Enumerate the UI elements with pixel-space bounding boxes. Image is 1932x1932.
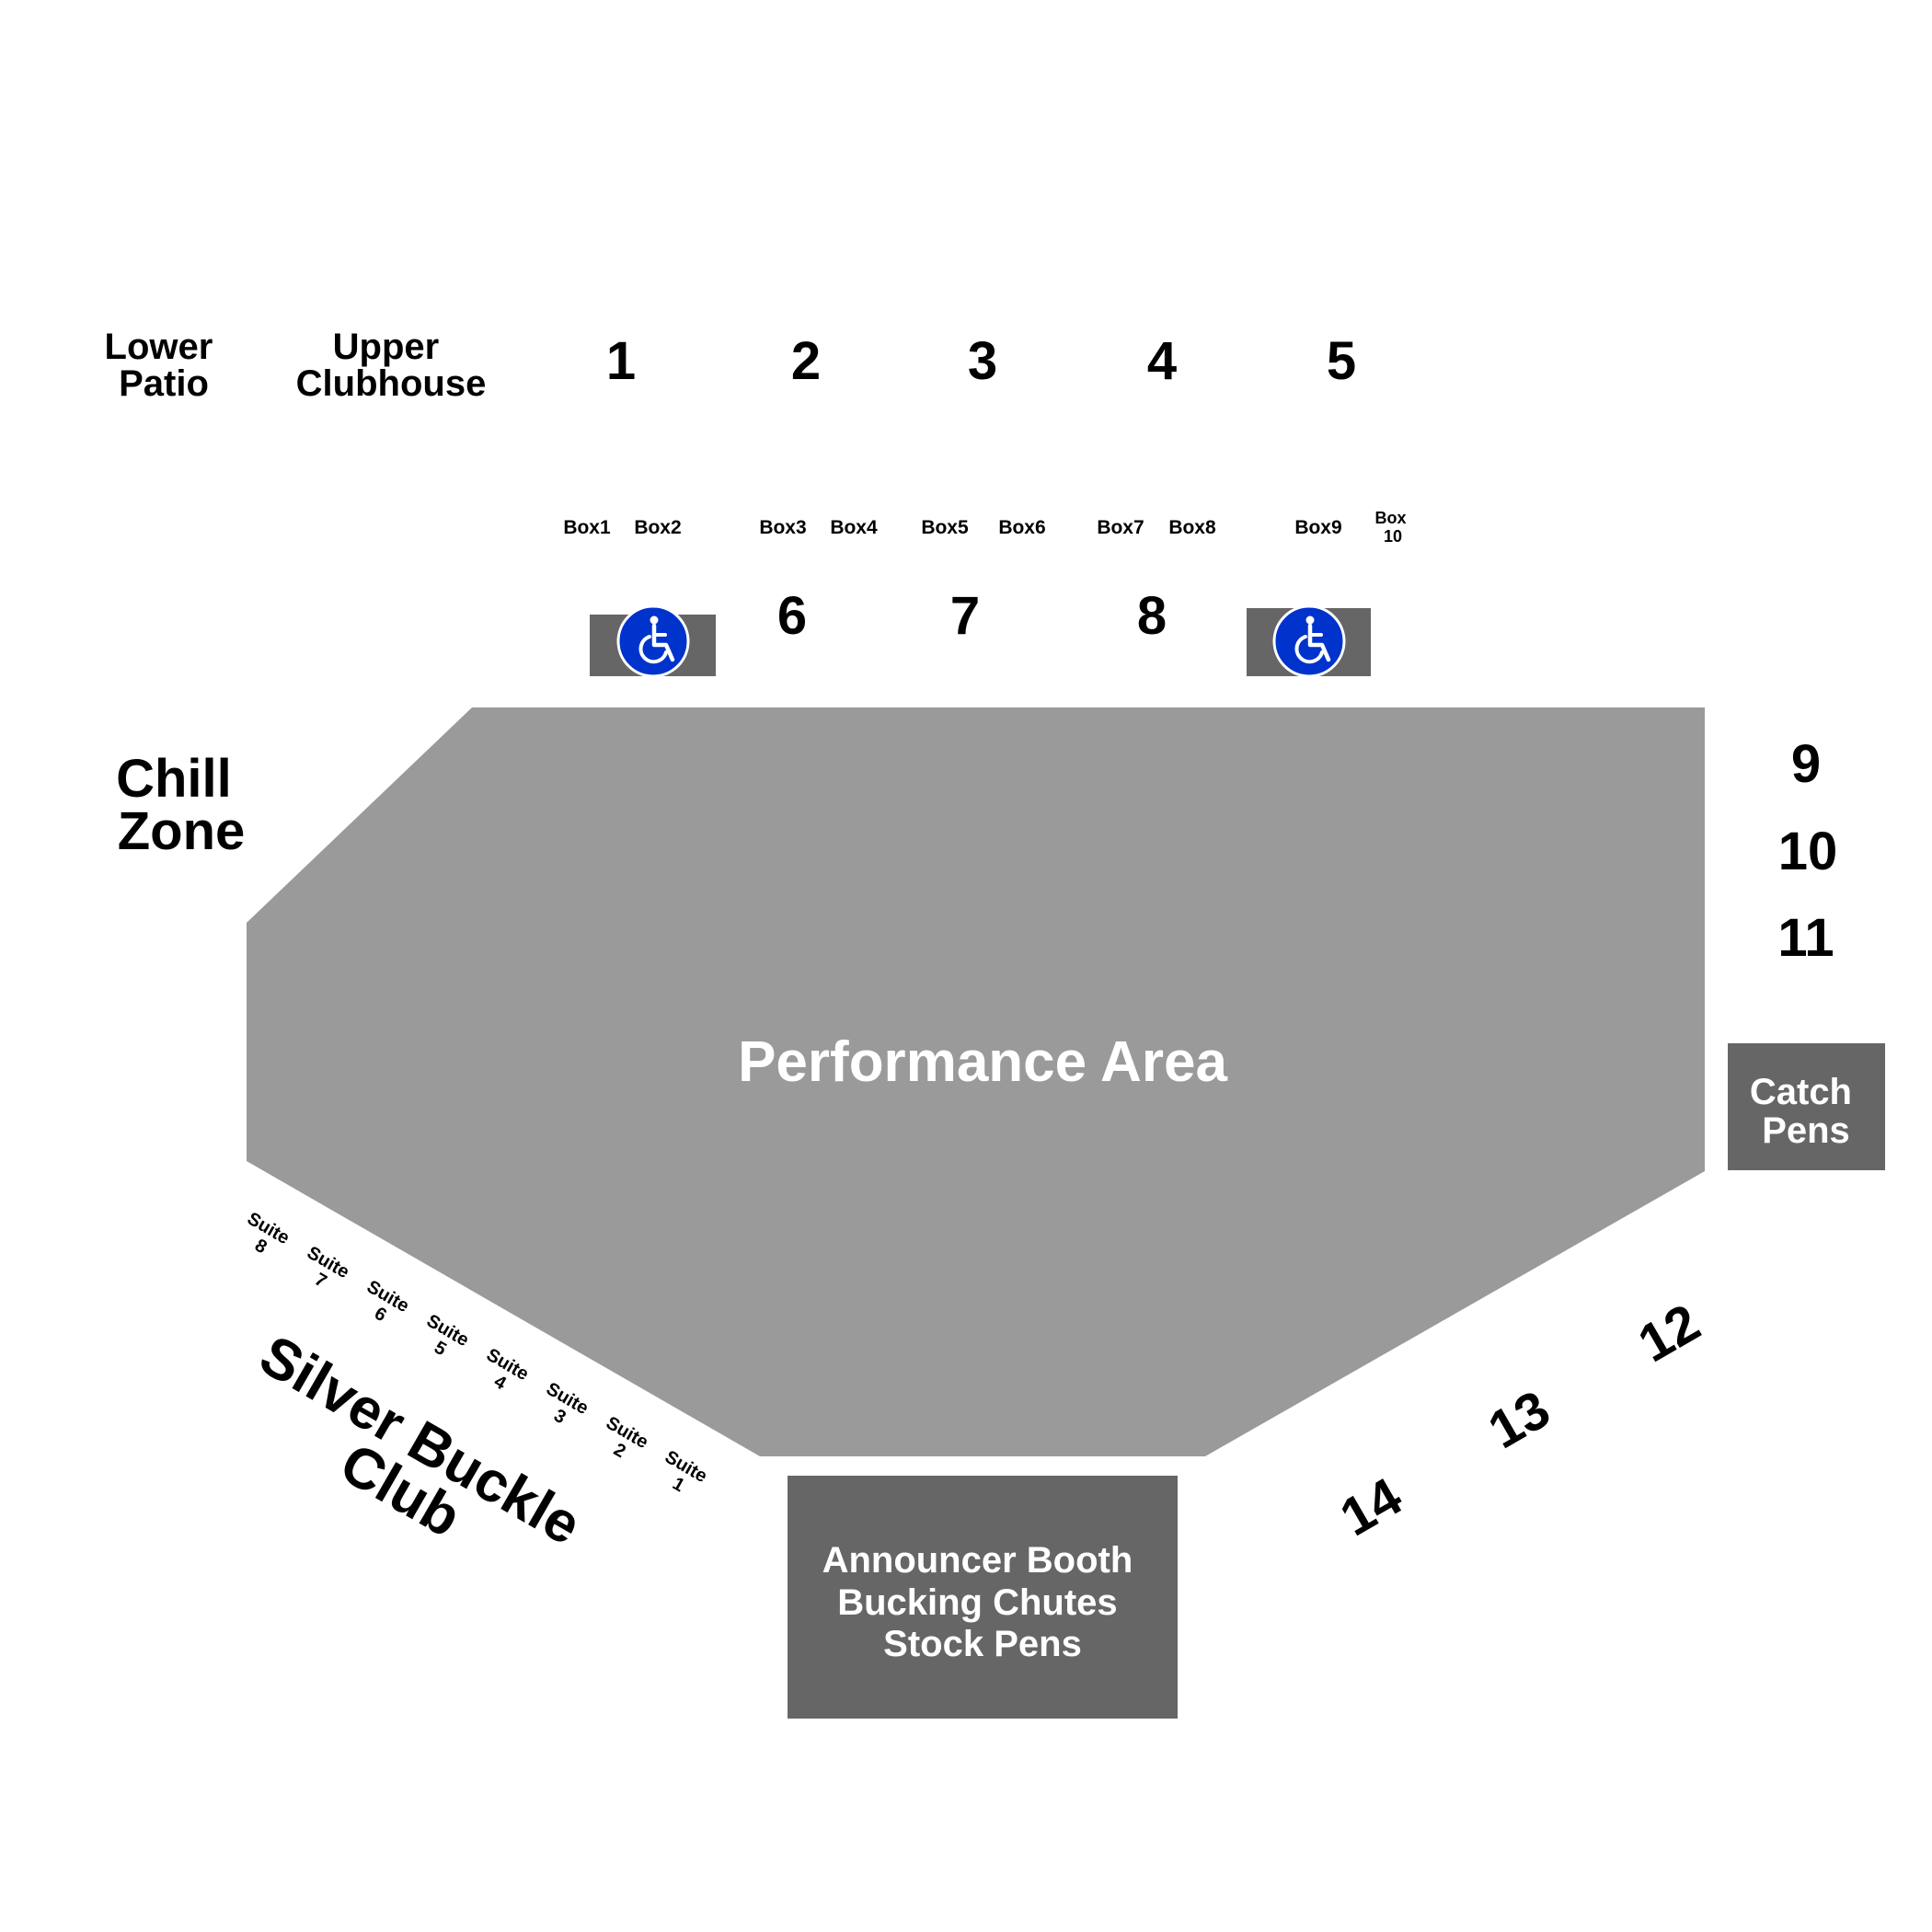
performance-area[interactable] — [247, 707, 1705, 1456]
chill-zone-label[interactable]: Chill Zone — [116, 749, 247, 861]
section-9[interactable]: 9 — [1791, 734, 1821, 794]
section-3[interactable]: 3 — [968, 331, 997, 391]
box-3[interactable]: Box3 — [759, 517, 806, 538]
suite-4[interactable]: Suite 4 — [473, 1345, 536, 1404]
box-1[interactable]: Box1 — [563, 517, 611, 538]
section-7[interactable]: 7 — [950, 586, 980, 646]
suite-3[interactable]: Suite 3 — [533, 1379, 596, 1438]
catch-pens[interactable]: Catch Pens — [1728, 1043, 1885, 1170]
section-12[interactable]: 12 — [1628, 1293, 1709, 1374]
section-2[interactable]: 2 — [791, 331, 821, 391]
section-6[interactable]: 6 — [777, 586, 807, 646]
accessible-seating-left[interactable] — [590, 604, 716, 678]
box-2[interactable]: Box2 — [634, 517, 681, 538]
suite-5[interactable]: Suite 5 — [413, 1311, 477, 1370]
wheelchair-icon — [1272, 604, 1346, 678]
box-6[interactable]: Box6 — [998, 517, 1045, 538]
box-5[interactable]: Box5 — [921, 517, 969, 538]
lower-patio-label[interactable]: Lower Patio — [105, 327, 224, 404]
accessible-seating-right[interactable] — [1247, 604, 1371, 678]
suite-8[interactable]: Suite 8 — [234, 1209, 297, 1268]
suite-2[interactable]: Suite 2 — [592, 1413, 656, 1472]
performance-area-label: Performance Area — [738, 1030, 1227, 1094]
section-1[interactable]: 1 — [606, 331, 636, 391]
suite-1[interactable]: Suite 1 — [651, 1447, 715, 1506]
upper-clubhouse-label[interactable]: Upper Clubhouse — [296, 327, 487, 404]
suite-6[interactable]: Suite 6 — [353, 1277, 417, 1336]
announcer-booth-block[interactable]: Announcer Booth Bucking Chutes Stock Pen… — [788, 1476, 1178, 1719]
announcer-block — [788, 1476, 1178, 1719]
section-8[interactable]: 8 — [1137, 586, 1167, 646]
section-4[interactable]: 4 — [1147, 331, 1177, 391]
box-7[interactable]: Box7 — [1097, 517, 1144, 538]
section-14[interactable]: 14 — [1330, 1466, 1411, 1548]
section-10[interactable]: 10 — [1778, 822, 1838, 881]
box-9[interactable]: Box9 — [1294, 517, 1341, 538]
section-5[interactable]: 5 — [1327, 331, 1356, 391]
announcer-booth-label: Announcer Booth Bucking Chutes Stock Pen… — [822, 1540, 1144, 1664]
wheelchair-icon — [616, 604, 690, 678]
catch-pens-label: Catch Pens — [1750, 1072, 1862, 1151]
section-13[interactable]: 13 — [1478, 1379, 1559, 1461]
box-4[interactable]: Box4 — [830, 517, 878, 538]
suite-7[interactable]: Suite 7 — [293, 1243, 357, 1302]
box-10[interactable]: Box 10 — [1374, 509, 1410, 546]
catch-pens-block — [1728, 1043, 1885, 1170]
box-8[interactable]: Box8 — [1168, 517, 1216, 538]
silver-buckle-club-label[interactable]: Silver Buckle Club — [223, 1323, 605, 1611]
section-11[interactable]: 11 — [1777, 908, 1834, 968]
